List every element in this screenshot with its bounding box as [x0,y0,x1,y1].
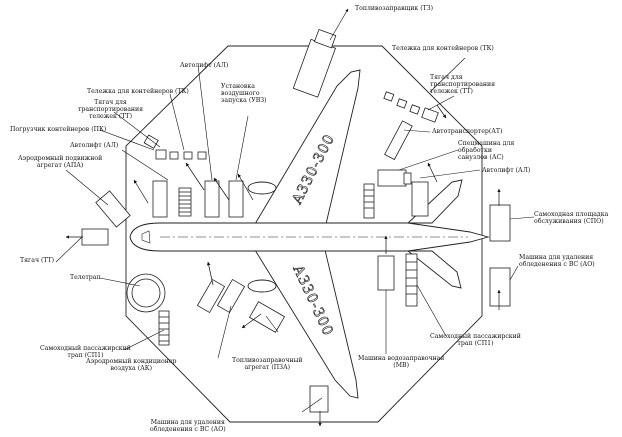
leader-lines [55,8,535,413]
label-at: Автотранспортер(АТ) [432,128,503,135]
label-al-left: Автолифт (АЛ) [70,142,119,149]
vehicle-ao-bottom [309,385,329,413]
label-tz: Топливозаправщик (ТЗ) [355,5,434,12]
vehicles [81,28,511,413]
label-al-top: Автолифт (АЛ) [180,62,229,69]
engine-left-upper [247,181,277,195]
vehicle-tt-nose [81,228,109,246]
vehicle-at [384,120,413,161]
vehicle-mv [377,255,395,291]
label-pk: Погрузчик контейнеров (ПК) [10,126,107,133]
label-tk-left: Тележка для контейнеров (ТК) [87,88,189,95]
vehicle-teletrap [126,273,166,313]
cockpit-window [141,230,151,244]
direction-arrows [65,104,501,427]
vehicle-al-3 [152,180,168,218]
vehicle-ak-1 [196,278,226,314]
engine-left-lower [247,279,277,293]
vehicle-stairs-rear-right [363,183,375,219]
label-mv: Машина водозаправочная(МВ) [358,355,445,369]
vehicle-apa [95,190,131,228]
vehicle-spo [489,204,511,242]
aircraft [129,69,490,399]
vehicle-pk [178,187,192,217]
label-teletrap: Телетрап [70,274,101,281]
vehicle-tk-left [155,149,207,160]
label-al-right: Автолифт (АЛ) [482,167,531,174]
vehicle-ao-right [489,267,511,307]
vehicle-as [377,169,412,187]
vehicle-tt-left [143,134,159,149]
vehicle-al-1 [204,180,220,218]
vehicle-sp-left [158,310,170,346]
label-tk-right: Тележка для контейнеров (ТК) [392,45,494,52]
vehicle-sp-right [405,253,418,307]
vehicle-tz [292,28,337,98]
vehicle-ak-2 [216,278,246,314]
label-tt-nose: Тягач (ТТ) [20,257,55,264]
tail-lower [406,250,462,289]
vehicle-tt-upper [421,107,439,123]
vehicle-tk-upper [383,91,421,115]
vehicle-al-right [411,181,429,217]
service-area-octagon [125,45,483,423]
vehicle-al-2 [228,180,244,218]
